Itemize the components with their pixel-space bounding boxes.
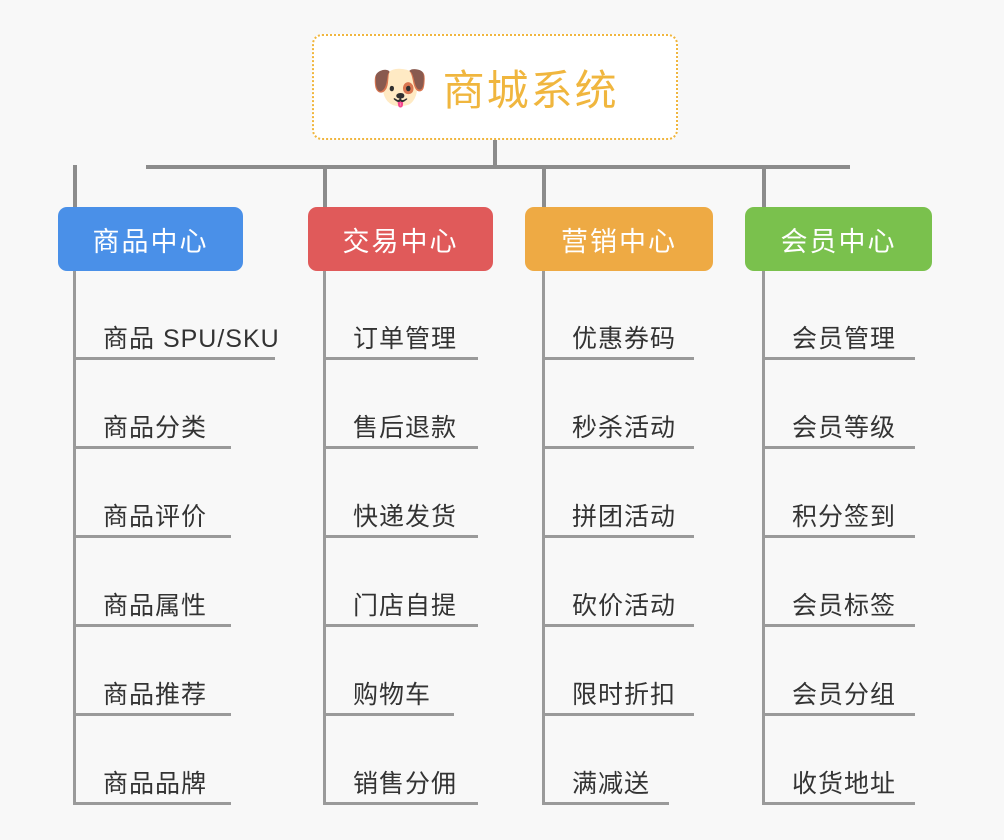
dog-face-icon: 🐶 — [371, 61, 429, 113]
leaf-item-label: 会员管理 — [792, 324, 897, 353]
connector-root-stem — [493, 140, 497, 168]
leaf-item[interactable]: 会员标签 — [762, 538, 915, 627]
category-box-3[interactable]: 营销中心 — [525, 207, 713, 271]
connector-drop-4 — [762, 165, 766, 209]
category-label: 会员中心 — [780, 226, 897, 257]
leaf-item-label: 限时折扣 — [572, 680, 677, 709]
leaf-item-label: 秒杀活动 — [572, 413, 677, 442]
category-box-1[interactable]: 商品中心 — [58, 207, 243, 271]
leaf-item[interactable]: 商品 SPU/SKU — [73, 271, 279, 360]
root-node[interactable]: 🐶 商城系统 — [312, 34, 678, 140]
leaf-item[interactable]: 秒杀活动 — [542, 360, 694, 449]
connector-drop-3 — [542, 165, 546, 209]
leaf-item[interactable]: 商品推荐 — [73, 627, 231, 716]
leaf-item-label: 收货地址 — [792, 769, 897, 798]
category-label: 营销中心 — [561, 226, 677, 257]
leaf-trunk — [73, 271, 76, 805]
leaf-item[interactable]: 商品品牌 — [73, 716, 231, 805]
leaf-item[interactable]: 会员分组 — [762, 627, 915, 716]
leaf-item[interactable]: 满减送 — [542, 716, 669, 805]
leaf-item[interactable]: 会员管理 — [762, 271, 915, 360]
category-label: 交易中心 — [342, 226, 459, 257]
leaf-item[interactable]: 快递发货 — [323, 449, 478, 538]
leaf-item-label: 会员分组 — [792, 680, 897, 709]
leaf-item-label: 售后退款 — [353, 413, 458, 442]
leaf-item[interactable]: 购物车 — [323, 627, 454, 716]
leaf-item[interactable]: 会员等级 — [762, 360, 915, 449]
leaf-item-label: 商品分类 — [103, 413, 208, 442]
leaf-item-label: 商品 SPU/SKU — [103, 324, 280, 353]
category-box-4[interactable]: 会员中心 — [745, 207, 932, 271]
leaf-item-label: 快递发货 — [353, 502, 458, 531]
category-box-2[interactable]: 交易中心 — [308, 207, 493, 271]
leaf-item-label: 拼团活动 — [572, 502, 677, 531]
leaf-trunk — [762, 271, 765, 805]
connector-drop-2 — [323, 165, 327, 209]
category-label: 商品中心 — [92, 226, 209, 257]
leaf-item[interactable]: 商品属性 — [73, 538, 231, 627]
leaf-item[interactable]: 砍价活动 — [542, 538, 694, 627]
leaf-item[interactable]: 拼团活动 — [542, 449, 694, 538]
leaf-item-label: 砍价活动 — [572, 591, 677, 620]
leaf-item[interactable]: 订单管理 — [323, 271, 478, 360]
leaf-item[interactable]: 售后退款 — [323, 360, 478, 449]
leaf-item[interactable]: 收货地址 — [762, 716, 915, 805]
leaf-item[interactable]: 商品评价 — [73, 449, 231, 538]
leaf-item-label: 积分签到 — [792, 502, 897, 531]
leaf-item-label: 商品品牌 — [103, 769, 208, 798]
leaf-item-label: 商品评价 — [103, 502, 208, 531]
leaf-item-label: 满减送 — [572, 769, 651, 798]
root-title: 商城系统 — [442, 66, 619, 114]
leaf-item[interactable]: 积分签到 — [762, 449, 915, 538]
leaf-item[interactable]: 门店自提 — [323, 538, 478, 627]
leaf-item-label: 商品属性 — [103, 591, 208, 620]
connector-drop-1 — [73, 165, 77, 209]
leaf-item-label: 门店自提 — [353, 591, 458, 620]
leaf-item-label: 订单管理 — [353, 324, 458, 353]
leaf-item-label: 优惠券码 — [572, 324, 677, 353]
leaf-item-label: 商品推荐 — [103, 680, 208, 709]
connector-horizontal-bus — [146, 165, 850, 169]
leaf-trunk — [323, 271, 326, 805]
leaf-item[interactable]: 限时折扣 — [542, 627, 694, 716]
leaf-item-label: 销售分佣 — [353, 769, 458, 798]
leaf-item-label: 会员等级 — [792, 413, 897, 442]
leaf-item[interactable]: 销售分佣 — [323, 716, 478, 805]
leaf-item[interactable]: 优惠券码 — [542, 271, 694, 360]
leaf-item-label: 购物车 — [353, 680, 432, 709]
leaf-item-label: 会员标签 — [792, 591, 897, 620]
leaf-trunk — [542, 271, 545, 805]
leaf-item[interactable]: 商品分类 — [73, 360, 231, 449]
